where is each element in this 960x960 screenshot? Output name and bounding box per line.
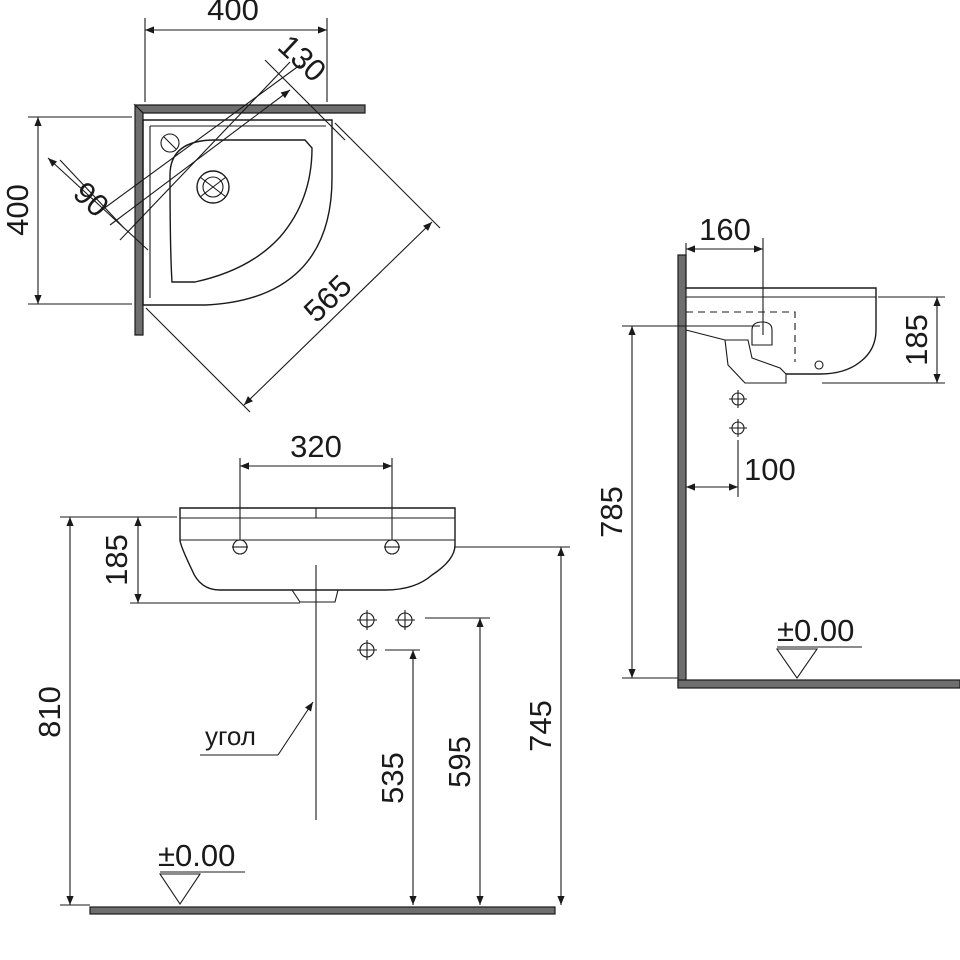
dim-side-projection-label: 160 — [699, 212, 751, 247]
side-view: 160 185 785 100 ±0.00 — [594, 212, 960, 689]
dim-top-width-label: 400 — [207, 0, 259, 27]
dim-front-tap-spacing: 320 — [239, 429, 393, 540]
dim-side-rim-height: 785 — [594, 325, 760, 679]
dim-front-basin-height-label: 185 — [99, 534, 134, 586]
corner-label: угол — [205, 721, 256, 751]
dim-front-supply-low-label: 535 — [375, 752, 410, 804]
dim-top-diagonal-label: 565 — [297, 268, 359, 329]
supply-points-side — [729, 390, 747, 437]
dim-front-tap-spacing-label: 320 — [290, 429, 342, 464]
dim-top-depth: 400 — [0, 116, 132, 305]
dim-front-rim-height-label: 810 — [32, 686, 67, 738]
front-floor — [89, 906, 556, 915]
dim-front-supply-high: 595 — [425, 617, 490, 905]
supply-points-front — [357, 610, 415, 660]
front-view: 320 185 810 535 595 — [32, 429, 570, 915]
dim-side-basin-height-label: 185 — [899, 314, 934, 366]
dim-top-hole-offset: 90 — [47, 61, 291, 251]
top-view-wall-back — [133, 104, 366, 114]
front-level-label: ±0.00 — [158, 838, 235, 873]
drain-plan — [196, 170, 230, 204]
dim-front-supply-low: 535 — [375, 649, 420, 905]
dim-front-supply-high-label: 595 — [442, 736, 477, 788]
corner-basin-plan — [142, 119, 333, 306]
dim-top-width: 400 — [144, 0, 328, 102]
basin-front — [179, 507, 456, 603]
side-floor — [677, 679, 960, 689]
side-level-mark: ±0.00 — [775, 613, 862, 679]
side-wall — [677, 254, 687, 688]
dim-front-basin-bottom-label: 745 — [523, 700, 558, 752]
dim-top-depth-label: 400 — [0, 184, 35, 236]
dim-side-rim-height-label: 785 — [594, 486, 629, 538]
top-view: 400 400 130 90 565 — [0, 0, 441, 413]
dim-front-basin-bottom: 745 — [455, 546, 570, 905]
side-level-label: ±0.00 — [777, 613, 854, 648]
dim-side-supply-offset: 100 — [686, 440, 796, 497]
dim-front-rim-height: 810 — [32, 516, 177, 906]
dim-side-basin-height: 185 — [822, 296, 945, 384]
tap-hole-plan — [160, 133, 180, 153]
front-level-mark: ±0.00 — [158, 838, 245, 905]
corner-callout: угол — [200, 701, 314, 756]
dim-side-projection: 160 — [685, 212, 764, 335]
dim-side-supply-offset-label: 100 — [744, 452, 796, 487]
basin-side — [685, 287, 877, 384]
dim-front-basin-height: 185 — [99, 516, 300, 604]
